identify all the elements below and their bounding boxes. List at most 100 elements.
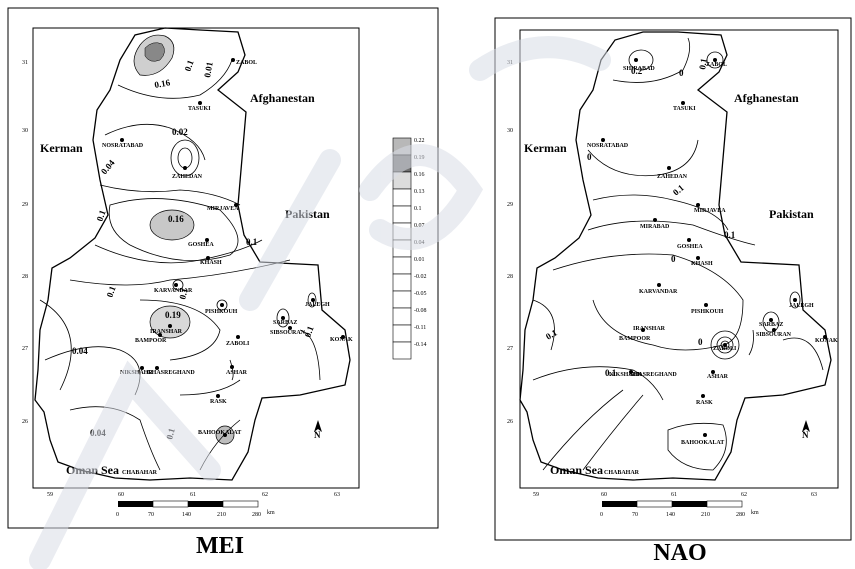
- legend-swatch: [392, 222, 412, 241]
- svg-text:280: 280: [252, 512, 261, 518]
- contour-label: 0.1: [697, 57, 709, 70]
- legend-swatch: [392, 188, 412, 207]
- shade-max-north-core: [144, 42, 165, 62]
- shade-mid-1: [149, 209, 195, 241]
- city-label: ZABOL: [236, 60, 257, 66]
- svg-text:140: 140: [182, 512, 191, 518]
- city-label: KONAK: [330, 337, 353, 343]
- svg-text:27: 27: [507, 346, 513, 352]
- svg-text:70: 70: [148, 512, 154, 518]
- city-label: MIRJAVEA: [694, 208, 726, 214]
- legend-label: -0.14: [414, 342, 427, 348]
- legend-label: 0.01: [414, 257, 425, 263]
- svg-text:0: 0: [600, 512, 603, 518]
- city-label: MIRJAVEA: [207, 206, 239, 212]
- nao-map: 0.2 0 0.1 0 0.1 0 0.1 0.1 0 0.1 SHIRABAD…: [494, 17, 852, 541]
- city-label: BAHOOKALAT: [681, 440, 724, 446]
- sea-label-oman: Oman Sea: [550, 463, 603, 477]
- scale-bar: 0 70 140 210 280 km: [600, 500, 759, 518]
- legend-label: 0.07: [414, 223, 425, 229]
- svg-text:km: km: [267, 510, 275, 516]
- svg-text:30: 30: [22, 128, 28, 134]
- svg-text:km: km: [751, 510, 759, 516]
- city-label: TASUKI: [188, 106, 211, 112]
- city-label: ZAHEDAN: [172, 174, 203, 180]
- svg-text:59: 59: [47, 492, 53, 498]
- contour-label: 0.1: [605, 368, 617, 378]
- city-label: JALEGH: [305, 302, 330, 308]
- svg-text:60: 60: [118, 492, 124, 498]
- city-label: SIBSOURAN: [270, 330, 306, 336]
- contour-label: 0.1: [246, 237, 258, 247]
- legend-label: 0.13: [414, 189, 425, 195]
- svg-text:0: 0: [116, 512, 119, 518]
- city-label: KHASH: [200, 260, 222, 266]
- city-label: IRANSHAR: [150, 329, 183, 335]
- svg-text:31: 31: [22, 60, 28, 66]
- legend-swatch: [392, 239, 412, 258]
- svg-text:26: 26: [22, 419, 28, 425]
- legend-swatch: [392, 341, 412, 360]
- city-label: CHABAHAR: [604, 470, 640, 476]
- contour-label: 0.1: [724, 230, 736, 240]
- contour-label: 0.1: [104, 284, 117, 298]
- legend-swatch: [392, 273, 412, 292]
- contour-label: 0.16: [154, 77, 172, 90]
- contour-label: 0.19: [165, 310, 181, 320]
- legend-swatch: [392, 307, 412, 326]
- contour-label: 0.1: [94, 208, 107, 222]
- svg-text:N: N: [314, 430, 321, 440]
- legend-label: 0.19: [414, 155, 425, 161]
- legend-swatch: [392, 205, 412, 224]
- city-label: BAHOOKALAT: [198, 430, 241, 436]
- sea-label-oman: Oman Sea: [66, 463, 119, 477]
- svg-text:28: 28: [22, 274, 28, 280]
- city-label: SARBAZ: [759, 322, 783, 328]
- city-label: SIBSOURAN: [756, 332, 792, 338]
- country-label-afghanestan: Afghanestan: [734, 91, 799, 105]
- svg-text:60: 60: [601, 492, 607, 498]
- city-label: NOSRATABAD: [102, 143, 144, 149]
- mei-map-panel: 0.16 0.1 0.01 0.02 0.04 0.1 0.16 0.1 0.1…: [7, 7, 439, 529]
- caption-nao: NAO: [653, 540, 707, 566]
- contour-label: 0: [587, 152, 592, 162]
- svg-text:61: 61: [190, 492, 196, 498]
- city-label: GOSHEA: [188, 242, 214, 248]
- svg-text:N: N: [802, 430, 809, 440]
- nao-map-panel: 0.2 0 0.1 0 0.1 0 0.1 0.1 0 0.1 SHIRABAD…: [493, 0, 853, 569]
- city-label: ZABOLI: [713, 346, 737, 352]
- city-label: ZABOL: [706, 62, 727, 68]
- contour-label: 0.04: [72, 346, 88, 356]
- legend-label: -0.11: [414, 325, 426, 331]
- city-markers: SHIRABAD ZABOL TASUKI NOSRATABAD ZAHEDAN…: [587, 58, 838, 476]
- legend-label: 0.04: [414, 240, 425, 246]
- contour-label: 0: [698, 337, 703, 347]
- svg-text:59: 59: [533, 492, 539, 498]
- svg-text:29: 29: [507, 202, 513, 208]
- legend-label: -0.02: [414, 274, 427, 280]
- contour-lines: [532, 37, 824, 471]
- svg-text:70: 70: [632, 512, 638, 518]
- svg-text:210: 210: [701, 512, 710, 518]
- contour-label: 0: [671, 254, 676, 264]
- city-label: MIRABAD: [640, 224, 670, 230]
- svg-text:30: 30: [507, 128, 513, 134]
- city-label: SARBAZ: [273, 320, 297, 326]
- city-label: IRANSHAR: [633, 326, 666, 332]
- country-label-afghanestan: Afghanestan: [250, 91, 315, 105]
- city-label: ZABOLI: [226, 341, 250, 347]
- region-label-kerman: Kerman: [524, 141, 567, 155]
- city-label: SHIRABAD: [623, 66, 655, 72]
- city-label: KARVANDAR: [154, 288, 193, 294]
- legend-swatch: [392, 324, 412, 343]
- svg-text:62: 62: [741, 492, 747, 498]
- country-label-pakistan: Pakistan: [285, 207, 330, 221]
- svg-text:210: 210: [217, 512, 226, 518]
- legend-label: 0.16: [414, 172, 425, 178]
- city-label: ASHAR: [226, 370, 248, 376]
- city-label: NOSRATABAD: [587, 143, 629, 149]
- city-label: RASK: [210, 399, 227, 405]
- svg-text:63: 63: [334, 492, 340, 498]
- north-arrow-icon: N: [802, 420, 810, 440]
- svg-text:29: 29: [22, 202, 28, 208]
